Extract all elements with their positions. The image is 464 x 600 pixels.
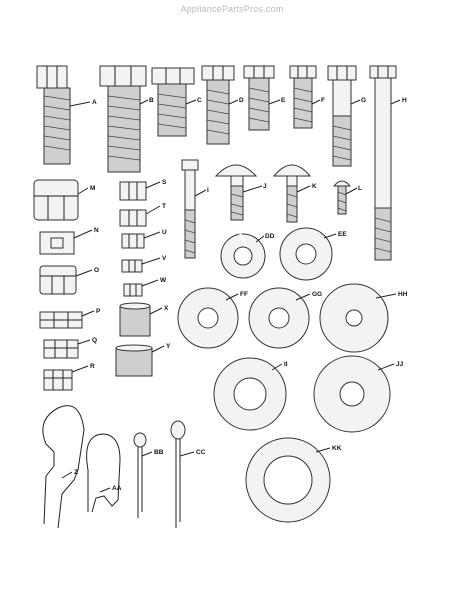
label-BB: BB [154, 449, 164, 456]
label-H: H [402, 97, 407, 104]
label-V: V [162, 255, 167, 262]
nut-M[interactable] [33, 179, 89, 221]
screw-L[interactable] [332, 180, 358, 215]
nut-W[interactable] [123, 279, 159, 297]
label-HH: HH [398, 291, 408, 298]
label-DD: DD [265, 233, 275, 240]
spacer-Y[interactable] [115, 344, 165, 377]
nut-R[interactable] [43, 365, 89, 391]
washer-GG[interactable] [248, 287, 311, 349]
nut-V[interactable] [121, 257, 161, 273]
label-G: G [361, 97, 366, 104]
label-F: F [321, 97, 325, 104]
bolt-C[interactable] [151, 67, 197, 137]
label-AA: AA [112, 485, 122, 492]
cotter-pin-BB[interactable] [133, 432, 153, 518]
bolt-E[interactable] [243, 65, 281, 131]
hair-pin-Z[interactable] [42, 405, 85, 529]
label-B: B [149, 97, 154, 104]
label-M: M [90, 185, 95, 192]
label-W: W [160, 277, 167, 284]
bolt-A[interactable] [36, 65, 91, 165]
label-N: N [94, 227, 99, 234]
label-L: L [358, 185, 362, 192]
label-Q: Q [92, 337, 97, 344]
label-X: X [164, 305, 169, 312]
nut-S[interactable] [119, 181, 161, 201]
label-FF: FF [240, 291, 248, 298]
label-EE: EE [338, 231, 347, 238]
label-II: II [284, 361, 288, 368]
nut-U[interactable] [121, 231, 161, 249]
lock-washer-DD[interactable] [220, 233, 266, 279]
bolt-F[interactable] [289, 65, 321, 129]
label-KK: KK [332, 445, 342, 452]
washer-II[interactable] [213, 357, 287, 431]
label-JJ: JJ [396, 361, 404, 368]
cotter-pin-CC[interactable] [170, 420, 195, 528]
washer-EE[interactable] [279, 227, 337, 281]
watermark: AppliancePartsPros.com [180, 4, 284, 14]
label-Y: Y [166, 343, 171, 350]
bolt-H[interactable] [369, 65, 401, 261]
bolt-G[interactable] [327, 65, 361, 167]
label-R: R [90, 363, 95, 370]
bolt-I[interactable] [181, 159, 207, 259]
bolt-D[interactable] [201, 65, 239, 145]
label-U: U [162, 229, 167, 236]
washer-JJ[interactable] [313, 355, 395, 433]
label-E: E [281, 97, 286, 104]
label-J: J [263, 183, 267, 190]
label-C: C [197, 97, 202, 104]
label-P: P [96, 308, 101, 315]
label-Z: Z [74, 469, 78, 476]
hair-pin-AA[interactable] [86, 433, 121, 513]
label-O: O [94, 267, 99, 274]
label-I: I [207, 187, 209, 194]
washer-HH[interactable] [319, 283, 397, 353]
label-K: K [312, 183, 317, 190]
carriage-bolt-J[interactable] [214, 164, 263, 221]
nut-T[interactable] [119, 205, 161, 227]
label-CC: CC [196, 449, 206, 456]
nut-O[interactable] [39, 265, 93, 295]
nut-Q[interactable] [43, 339, 91, 359]
label-D: D [239, 97, 244, 104]
washer-FF[interactable] [177, 287, 239, 349]
carriage-bolt-K[interactable] [272, 164, 312, 223]
label-S: S [162, 179, 167, 186]
label-A: A [92, 99, 97, 106]
spacer-X[interactable] [119, 302, 163, 337]
nut-N[interactable] [39, 229, 93, 255]
label-GG: GG [312, 291, 322, 298]
label-T: T [162, 203, 166, 210]
washer-KK[interactable] [245, 437, 331, 523]
nut-P[interactable] [39, 310, 95, 329]
bolt-B[interactable] [99, 65, 149, 173]
